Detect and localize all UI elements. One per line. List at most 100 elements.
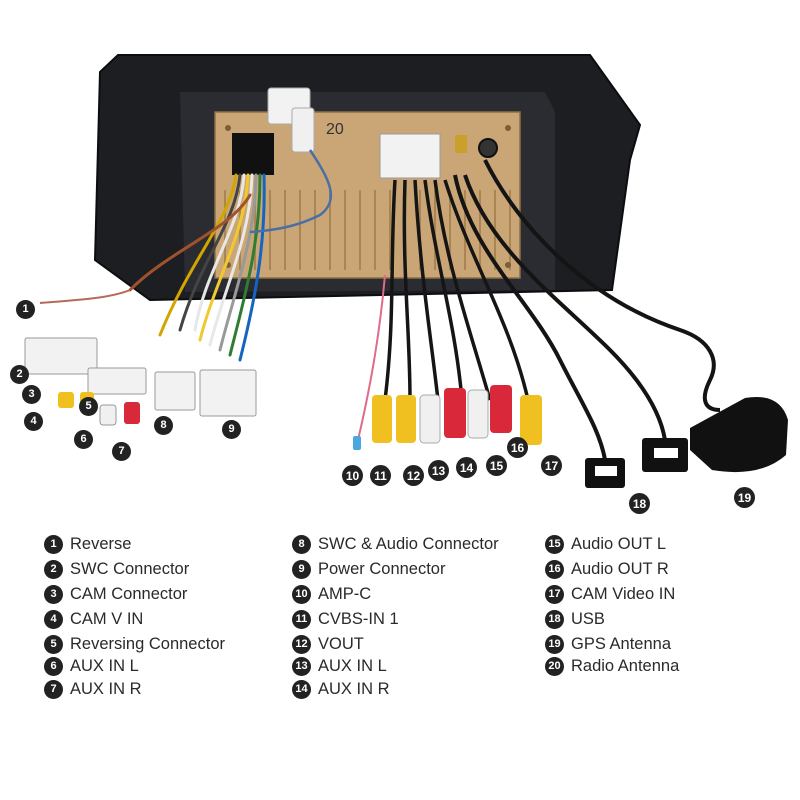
legend-number: 2 <box>44 560 63 579</box>
legend-number: 1 <box>44 535 63 554</box>
harness-rca-plugs <box>58 392 140 426</box>
legend-item: 16 Audio OUT R <box>545 560 669 579</box>
legend-label: GPS Antenna <box>571 635 671 653</box>
callout-marker-11: 11 <box>370 465 391 486</box>
legend-item: 3 CAM Connector <box>44 585 187 604</box>
legend-number: 16 <box>545 560 564 579</box>
legend-label: SWC Connector <box>70 560 190 578</box>
legend-label: AUX IN L <box>318 657 387 675</box>
legend-item: 20 Radio Antenna <box>545 657 679 676</box>
amp-c-tip <box>353 436 361 450</box>
callout-marker-17: 17 <box>541 455 562 476</box>
callout-marker-14: 14 <box>456 457 477 478</box>
reverse-wire <box>39 289 131 304</box>
legend-number: 10 <box>292 585 311 604</box>
legend-item: 15 Audio OUT L <box>545 535 666 554</box>
callout-marker-8: 8 <box>154 416 173 435</box>
swc-connector-plug <box>24 337 98 375</box>
connection-diagram <box>24 54 788 488</box>
legend-label: CAM V IN <box>70 610 144 628</box>
callout-marker-9: 9 <box>222 420 241 439</box>
usb-gps-cables <box>453 159 721 461</box>
callout-marker-12: 12 <box>403 465 424 486</box>
gps-socket <box>455 135 467 153</box>
legend-item: 11 CVBS-IN 1 <box>292 610 399 629</box>
legend-number: 13 <box>292 657 311 676</box>
usb-port-1 <box>595 466 617 476</box>
legend-item: 6 AUX IN L <box>44 657 139 676</box>
cam-connector-plug <box>87 367 147 395</box>
legend-label: Power Connector <box>318 560 446 578</box>
legend-number: 3 <box>44 585 63 604</box>
legend-number: 5 <box>44 635 63 654</box>
legend-number: 18 <box>545 610 564 629</box>
radio-board-number: 20 <box>326 121 344 138</box>
legend-label: AUX IN R <box>318 680 390 698</box>
legend-number: 14 <box>292 680 311 699</box>
legend-label: AMP-C <box>318 585 372 603</box>
legend-label: Reversing Connector <box>70 635 225 653</box>
legend-label: Radio Antenna <box>571 657 680 675</box>
callout-legend: 1 Reverse 2 SWC Connector 3 CAM Connector 4… <box>44 535 764 705</box>
callout-marker-16: 16 <box>507 437 528 458</box>
legend-number: 20 <box>545 657 564 676</box>
legend-label: AUX IN R <box>70 680 142 698</box>
legend-label: SWC & Audio Connector <box>318 535 499 553</box>
legend-number: 19 <box>545 635 564 654</box>
callout-marker-7: 7 <box>112 442 131 461</box>
callout-marker-2: 2 <box>10 365 29 384</box>
legend-label: USB <box>571 610 605 628</box>
legend-number: 7 <box>44 680 63 699</box>
legend-number: 6 <box>44 657 63 676</box>
legend-label: Audio OUT R <box>571 560 669 578</box>
swc-audio-connector-plug <box>154 371 196 411</box>
legend-label: CAM Video IN <box>571 585 676 603</box>
legend-item: 1 Reverse <box>44 535 131 554</box>
usb-port-2 <box>654 448 678 458</box>
legend-number: 17 <box>545 585 564 604</box>
rca-plugs <box>372 385 542 445</box>
callout-marker-19: 19 <box>734 487 755 508</box>
legend-label: Audio OUT L <box>571 535 667 553</box>
legend-item: 17 CAM Video IN <box>545 585 675 604</box>
legend-item: 12 VOUT <box>292 635 364 654</box>
legend-number: 4 <box>44 610 63 629</box>
radio-antenna-cable <box>249 149 333 234</box>
radio-socket <box>478 138 498 158</box>
radio-antenna-plug-face <box>291 107 315 153</box>
legend-item: 2 SWC Connector <box>44 560 189 579</box>
callout-marker-15: 15 <box>486 455 507 476</box>
legend-item: 10 AMP-C <box>292 585 371 604</box>
legend-label: VOUT <box>318 635 364 653</box>
legend-label: AUX IN L <box>70 657 139 675</box>
callout-marker-6: 6 <box>74 430 93 449</box>
legend-number: 15 <box>545 535 564 554</box>
callout-marker-5: 5 <box>79 397 98 416</box>
legend-item: 18 USB <box>545 610 605 629</box>
legend-item: 4 CAM V IN <box>44 610 143 629</box>
callout-marker-10: 10 <box>342 465 363 486</box>
callout-marker-13: 13 <box>428 460 449 481</box>
callout-marker-4: 4 <box>24 412 43 431</box>
gps-antenna-puck <box>690 396 788 473</box>
harness-wires <box>128 173 266 362</box>
callout-marker-18: 18 <box>629 493 650 514</box>
legend-item: 7 AUX IN R <box>44 680 142 699</box>
legend-label: Reverse <box>70 535 132 553</box>
callout-marker-3: 3 <box>22 385 41 404</box>
rca-bundle-wires <box>383 179 530 401</box>
legend-item: 9 Power Connector <box>292 560 445 579</box>
legend-number: 8 <box>292 535 311 554</box>
amp-c-wire <box>357 274 386 441</box>
callout-marker-1: 1 <box>16 300 35 319</box>
legend-label: CVBS-IN 1 <box>318 610 399 628</box>
legend-label: CAM Connector <box>70 585 188 603</box>
power-connector-plug <box>199 369 257 417</box>
legend-item: 19 GPS Antenna <box>545 635 671 654</box>
legend-item: 13 AUX IN L <box>292 657 387 676</box>
legend-number: 9 <box>292 560 311 579</box>
legend-number: 12 <box>292 635 311 654</box>
legend-number: 11 <box>292 610 311 629</box>
legend-item: 14 AUX IN R <box>292 680 390 699</box>
legend-item: 5 Reversing Connector <box>44 635 225 654</box>
